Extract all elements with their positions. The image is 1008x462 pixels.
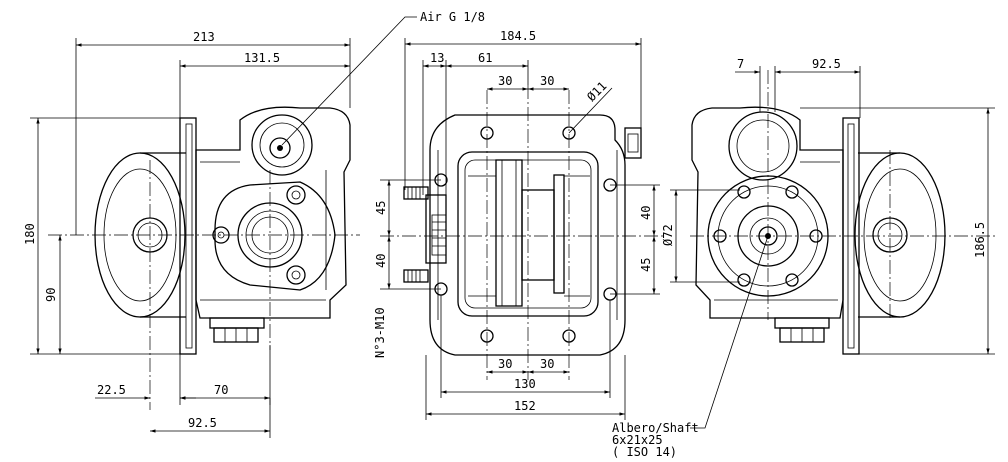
dim-92-5-left: 92.5 — [188, 416, 217, 430]
dim-184-5: 184.5 — [500, 29, 536, 43]
left-side-view: 213 131.5 180 90 22.5 70 92.5 Air G 1/8 — [23, 10, 485, 438]
shaft-label-line-1: Albero/Shaft — [612, 421, 699, 435]
dim-left-40: 40 — [374, 254, 388, 268]
air-port-label: Air G 1/8 — [420, 10, 485, 24]
dim-bottom-30-a: 30 — [498, 357, 512, 371]
dim-pilot-72: Ø72 — [661, 224, 675, 246]
dim-70: 70 — [214, 383, 228, 397]
thread-label: N°3-M10 — [373, 307, 387, 358]
dim-22-5: 22.5 — [97, 383, 126, 397]
dim-61: 61 — [478, 51, 492, 65]
dim-7: 7 — [737, 57, 744, 71]
dim-right-45: 45 — [639, 258, 653, 272]
dim-left-45: 45 — [374, 201, 388, 215]
shaft-label-line-2: 6x21x25 — [612, 433, 663, 447]
front-view: 184.5 13 61 30 30 Ø11 30 30 130 152 — [373, 29, 740, 420]
shaft-label-line-3: ( ISO 14) — [612, 445, 677, 459]
dim-right-40: 40 — [639, 206, 653, 220]
dim-186-5: 186.5 — [973, 222, 987, 258]
dim-213: 213 — [193, 30, 215, 44]
dim-180: 180 — [23, 223, 37, 245]
dim-131-5: 131.5 — [244, 51, 280, 65]
dim-bottom-30-b: 30 — [540, 357, 554, 371]
dim-90: 90 — [44, 288, 58, 302]
dim-top-30-a: 30 — [498, 74, 512, 88]
dim-92-5-right: 92.5 — [812, 57, 841, 71]
dim-13: 13 — [430, 51, 444, 65]
dim-top-30-b: 30 — [540, 74, 554, 88]
dim-130: 130 — [514, 377, 536, 391]
dim-bore-11: Ø11 — [584, 79, 609, 104]
dim-152: 152 — [514, 399, 536, 413]
right-side-view: 7 92.5 186.5 Albero/Shaft 6x21x25 ( ISO … — [612, 57, 995, 459]
